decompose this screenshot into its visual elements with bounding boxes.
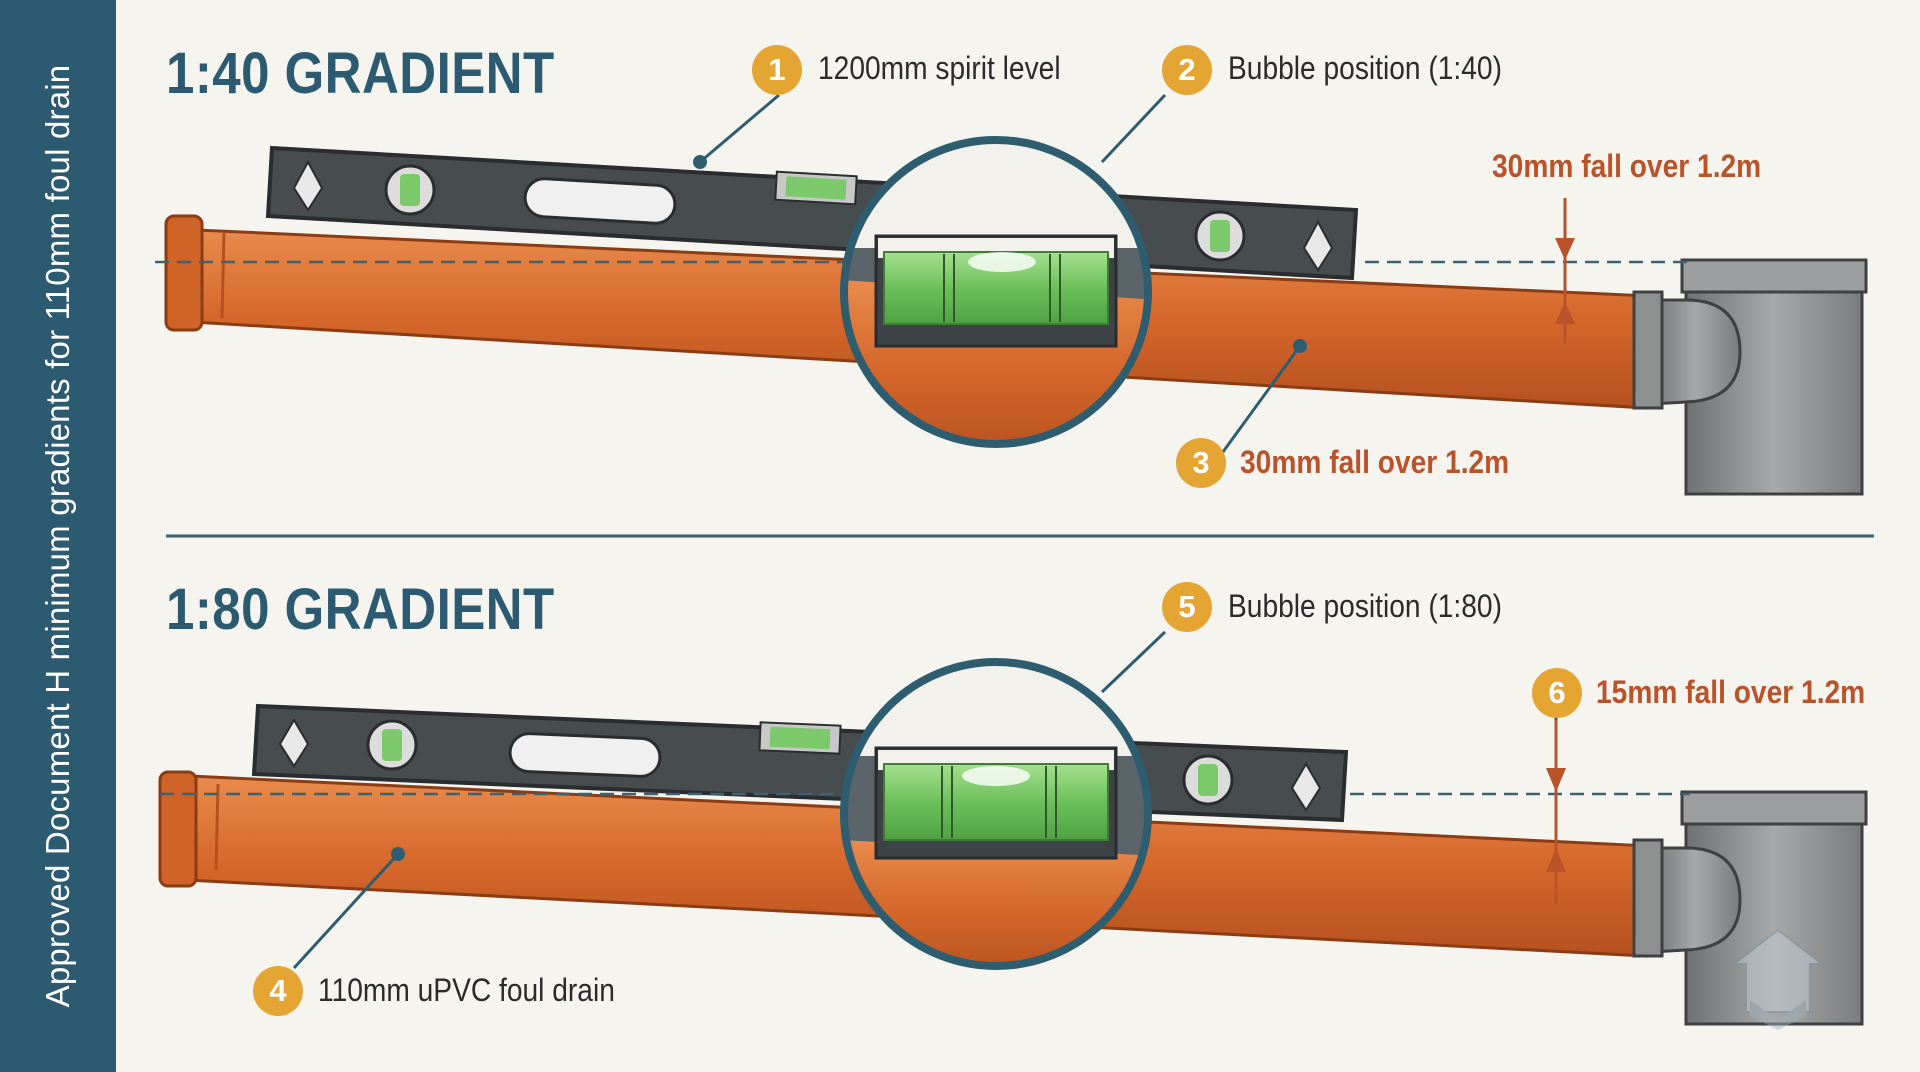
dimension-arrow-icon [1546,720,1566,904]
callout-label-6: 15mm fall over 1.2m [1596,674,1866,710]
sidebar: Approved Document H minimum gradients fo… [0,0,116,1072]
pipe-fitting-icon [1632,790,1868,1026]
bubble-vial-icon [840,136,1152,448]
pipe-fitting-icon [1632,258,1868,496]
panel-1-80 [158,630,1868,1026]
callout-badge-6: 6 [1532,668,1582,718]
logo-icon [1731,928,1825,1030]
panel-title-1-40: 1:40 GRADIENT [166,41,555,106]
callout-badge-2: 2 [1162,45,1212,95]
top-fall-dimension-label: 30mm fall over 1.2m [1492,148,1762,184]
callout-label-5: Bubble position (1:80) [1228,588,1502,624]
callout-badge-4: 4 [253,966,303,1016]
callout-badge-1: 1 [752,45,802,95]
bubble-vial-icon [840,658,1152,970]
callout-badge-5: 5 [1162,582,1212,632]
callout-label-1: 1200mm spirit level [818,50,1061,86]
panel-title-1-80: 1:80 GRADIENT [166,577,555,642]
callout-label-3: 30mm fall over 1.2m [1240,444,1510,480]
dimension-arrow-icon [1555,198,1575,344]
panel-1-40 [155,93,1868,496]
callout-label-4: 110mm uPVC foul drain [318,972,615,1008]
callout-badge-3: 3 [1176,438,1226,488]
callout-label-2: Bubble position (1:40) [1228,50,1502,86]
